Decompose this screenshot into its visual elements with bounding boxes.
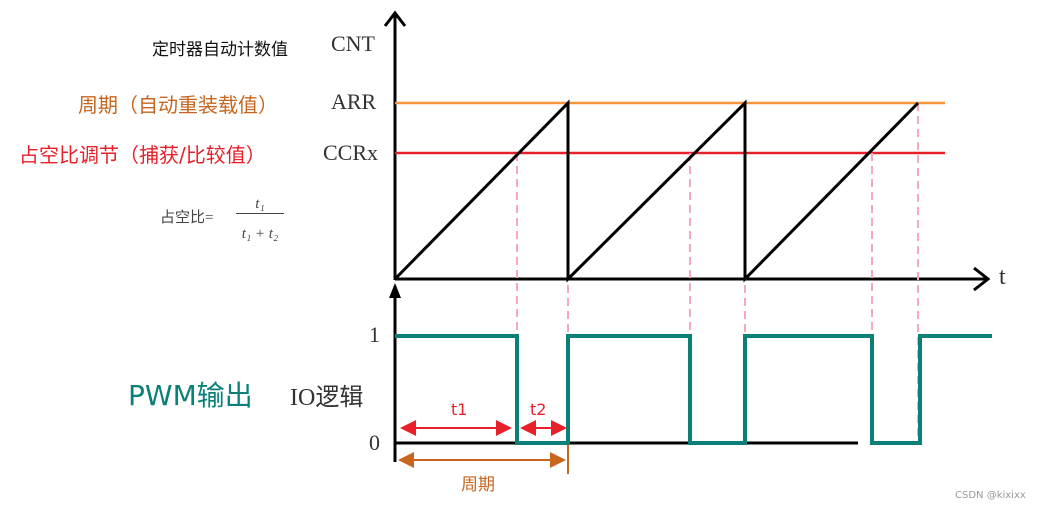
cnt-label-cn: 定时器自动计数值	[152, 40, 288, 60]
cnt-axis-arrow	[383, 10, 407, 27]
arr-label-cn: 周期（自动重装载值）	[78, 93, 278, 117]
watermark: CSDN @kixixx	[955, 490, 1026, 501]
counter-sawtooth	[393, 99, 920, 283]
pwm-waveform	[395, 334, 992, 445]
cnt-label: CNT	[331, 31, 375, 56]
high-level-label: 1	[369, 322, 380, 347]
pwm-axis-arrow	[389, 283, 401, 298]
duty-formula-numerator: t₁	[236, 196, 284, 214]
period-label: 周期	[461, 475, 495, 495]
pwm-label: PWM输出	[128, 379, 253, 412]
low-level-label: 0	[369, 430, 380, 455]
time-axis-label: t	[999, 264, 1006, 290]
ccr-label-cn: 占空比调节（捕获/比较值）	[19, 143, 266, 167]
t2-label: t2	[530, 400, 547, 419]
time-axis-arrow	[973, 266, 991, 292]
duty-formula-denominator: t₁ + t₂	[241, 226, 279, 242]
t1-label: t1	[451, 400, 468, 419]
arr-label: ARR	[331, 89, 377, 114]
io-logic-label: IO逻辑	[290, 385, 364, 411]
ccr-label: CCRx	[323, 140, 379, 165]
duty-formula-prefix: 占空比=	[160, 210, 214, 226]
